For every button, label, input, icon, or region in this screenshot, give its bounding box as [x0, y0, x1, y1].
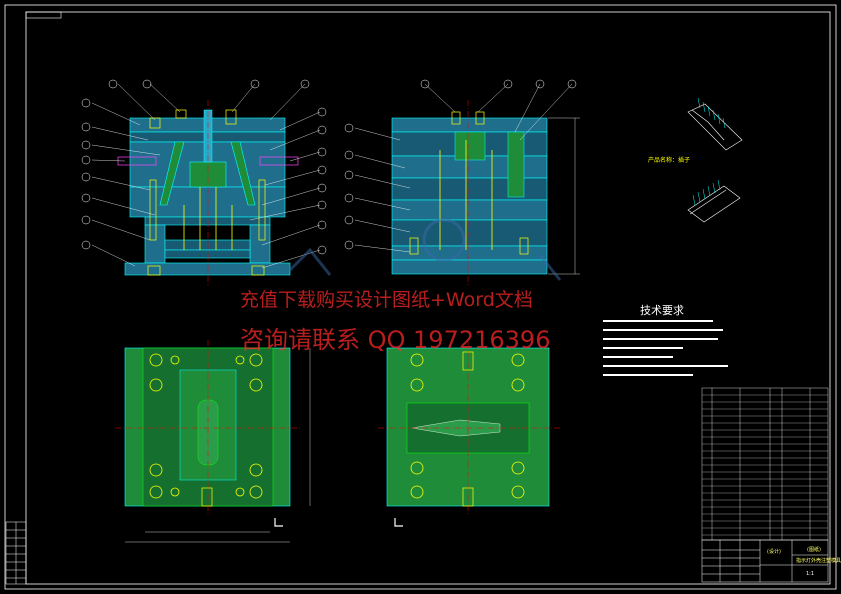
- title-block-sheet-label: (图纸): [807, 547, 821, 553]
- outer-frame: [4, 4, 837, 590]
- fixed-half-plan-view: [378, 340, 560, 527]
- title-block-drawing-name: 指示灯外壳注塑模具: [796, 558, 841, 564]
- parts-list-table: [701, 387, 829, 541]
- title-block-scale: 1:1: [806, 571, 815, 577]
- watermark-line-1: 充值下载购买设计图纸+Word文档: [240, 289, 533, 311]
- title-block: [701, 539, 829, 583]
- corner-label-box: [25, 11, 62, 19]
- parts-list-rows: [702, 394, 828, 536]
- technical-requirements-lines: [603, 320, 728, 376]
- front-section-view: [81, 79, 327, 285]
- watermark-logo: [288, 218, 562, 281]
- margin-stamp: [5, 521, 27, 585]
- watermark-line-2: 咨询请联系 QQ 197216396: [240, 326, 551, 354]
- side-section-view: [344, 79, 580, 285]
- product-isometric-views: [687, 97, 743, 223]
- moving-half-plan-view: [115, 340, 311, 543]
- inner-frame: [25, 11, 831, 585]
- product-name-label: 产品名称：插子: [648, 157, 691, 164]
- technical-requirements-title: 技术要求: [640, 304, 684, 317]
- title-block-design-label: (设计): [767, 549, 781, 555]
